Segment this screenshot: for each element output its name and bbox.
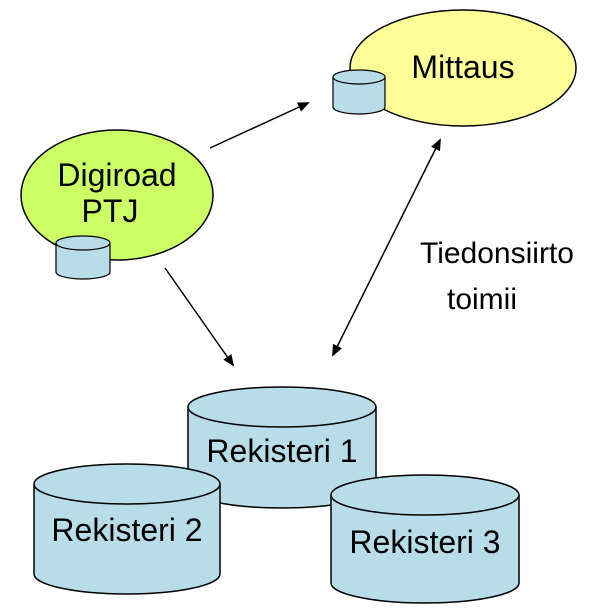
rekisteri2-cylinder: Rekisteri 2 bbox=[33, 463, 221, 595]
rekisteri1-label: Rekisteri 1 bbox=[206, 433, 357, 469]
mittaus-label: Mittaus bbox=[411, 49, 514, 85]
digiroad-node: Digiroad PTJ bbox=[20, 129, 214, 261]
arrow-digiroad-to-mittaus bbox=[209, 102, 310, 149]
digiroad-label-line1: Digiroad bbox=[57, 157, 176, 193]
annotation-tiedonsiirto: Tiedonsiirto bbox=[420, 237, 574, 270]
mittaus-database-icon bbox=[332, 69, 386, 115]
annotation-toimii: toimii bbox=[447, 283, 518, 316]
arrow-digiroad-to-rekisteri bbox=[164, 267, 235, 367]
rekisteri3-label: Rekisteri 3 bbox=[349, 524, 500, 560]
digiroad-database-icon bbox=[55, 235, 111, 280]
digiroad-label-line2: PTJ bbox=[82, 193, 139, 229]
mittaus-ellipse bbox=[349, 9, 577, 127]
mittaus-node: Mittaus bbox=[349, 9, 577, 127]
rekisteri3-cylinder: Rekisteri 3 bbox=[330, 474, 520, 604]
arrow-mittaus-rekisteri-bidirectional bbox=[332, 138, 441, 357]
rekisteri2-label: Rekisteri 2 bbox=[51, 512, 202, 548]
digiroad-ellipse bbox=[20, 129, 214, 261]
